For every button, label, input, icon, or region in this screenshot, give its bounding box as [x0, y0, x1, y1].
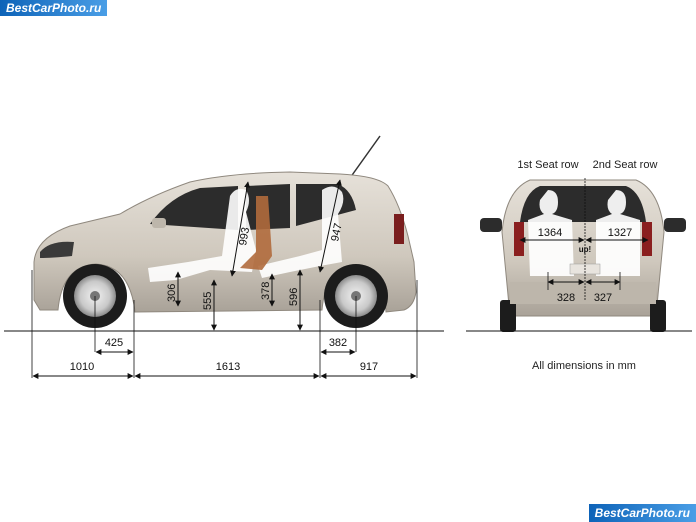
side-view-car — [33, 135, 417, 328]
front-seat — [240, 196, 272, 270]
dim-rear-seat-height: 378 — [260, 282, 272, 300]
dim-seat-widths: 328 327 — [547, 272, 621, 304]
rear-view-car — [480, 179, 686, 332]
first-seat-row-label: 1st Seat row — [517, 159, 578, 171]
headlight — [40, 241, 74, 258]
dimensions-footnote: All dimensions in mm — [532, 360, 636, 372]
watermark-top: BestCarPhoto.ru — [0, 0, 108, 16]
second-seat-row-label: 2nd Seat row — [593, 159, 658, 171]
dim-first-row-width: 1364 — [538, 227, 562, 239]
side-reference-lines — [31, 270, 418, 378]
right-mirror — [664, 218, 686, 232]
dim-rear-headroom: 947 — [329, 222, 345, 242]
dim-rear-wheel-offset: 382 — [329, 337, 347, 349]
front-occupant — [148, 188, 256, 282]
left-taillight — [514, 222, 524, 256]
dim-heights: 306 555 378 596 — [166, 269, 303, 331]
left-mirror — [480, 218, 502, 232]
rear-right-occupant — [596, 190, 640, 276]
bumper — [510, 282, 656, 304]
dim-rear-overhang: 917 — [360, 361, 378, 373]
watermark-bottom: BestCarPhoto.ru — [588, 504, 696, 522]
dim-lengths: 1010 1613 917 — [32, 361, 417, 379]
rear-left-occupant — [528, 190, 574, 276]
taillight — [394, 214, 404, 244]
dim-seat-right: 327 — [594, 292, 612, 304]
dim-headroom: 993 947 — [229, 179, 345, 277]
dim-front-overhang: 1010 — [70, 361, 94, 373]
dim-seat-rows: 1364 1327 up! — [519, 227, 649, 254]
left-rear-tire — [500, 300, 516, 332]
right-taillight — [642, 222, 652, 256]
dim-front-seat-height: 306 — [166, 284, 178, 302]
front-window — [150, 186, 238, 230]
dim-seat-left: 328 — [557, 292, 575, 304]
right-rear-tire — [650, 300, 666, 332]
up-badge: up! — [579, 245, 591, 254]
dim-front-headroom: 993 — [237, 226, 252, 246]
dim-rear-floor-height: 596 — [288, 288, 300, 306]
dim-wheelbase: 1613 — [216, 361, 240, 373]
dim-front-wheel-offset: 425 — [105, 337, 123, 349]
antenna — [349, 135, 381, 179]
side-mirror — [152, 218, 166, 228]
dim-front-floor-height: 555 — [202, 292, 214, 310]
dim-second-row-width: 1327 — [608, 227, 632, 239]
dim-wheel-offsets: 425 382 — [95, 337, 356, 355]
